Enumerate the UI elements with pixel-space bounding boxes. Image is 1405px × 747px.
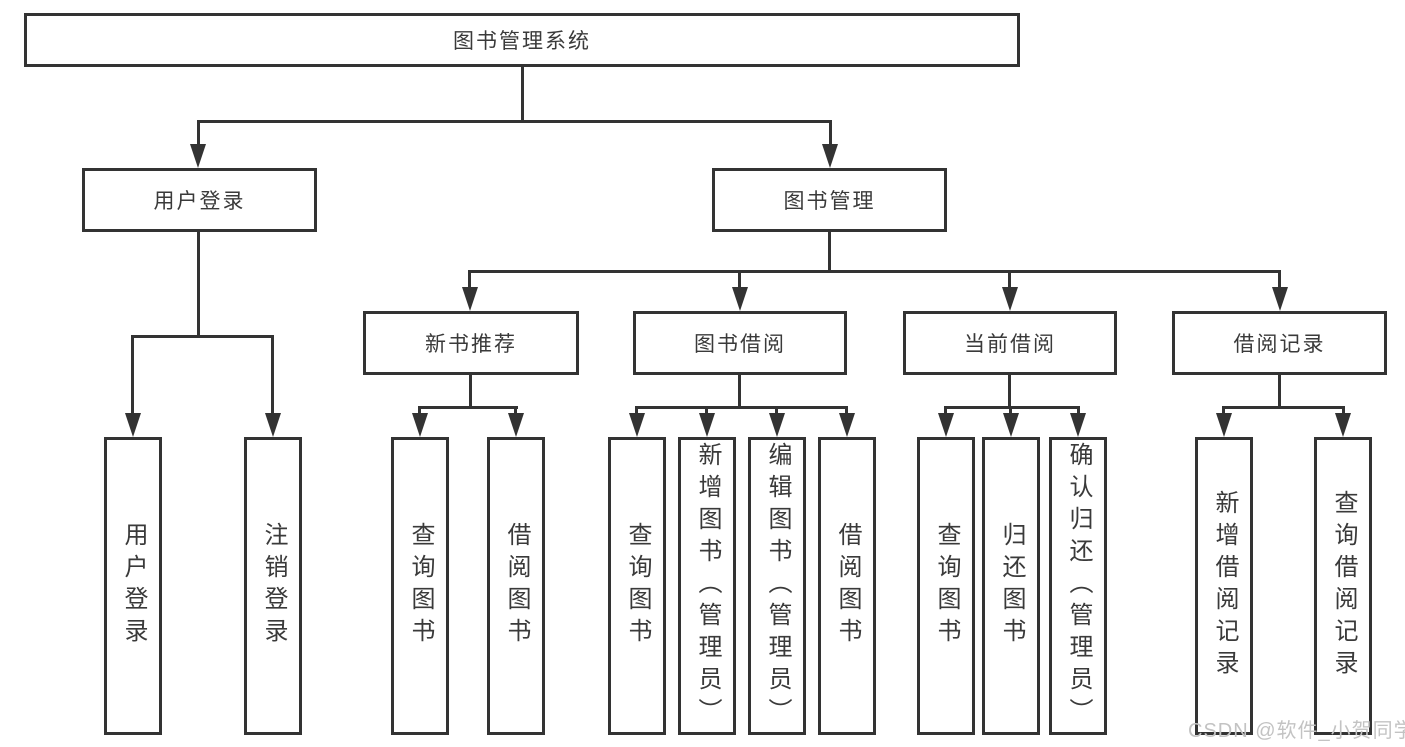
- connector-line: [418, 406, 518, 409]
- arrowhead-icon: [732, 287, 748, 311]
- connector-line: [131, 335, 274, 338]
- connector-line: [1009, 406, 1012, 418]
- node-new-book-recommend: 新书推荐: [363, 311, 579, 375]
- node-label: 用户登录: [153, 190, 246, 213]
- node-label: 图书借阅: [694, 333, 786, 356]
- connector-line: [738, 270, 741, 289]
- arrowhead-icon: [699, 413, 715, 437]
- leaf-label: 查询借阅记录: [1330, 490, 1357, 682]
- connector-line: [131, 335, 134, 415]
- arrowhead-icon: [1272, 287, 1288, 311]
- node-borrowing-records: 借阅记录: [1172, 311, 1387, 375]
- arrowhead-icon: [1070, 413, 1086, 437]
- leaf-add-borrow-record: 新增借阅记录: [1195, 437, 1253, 735]
- arrowhead-icon: [1335, 413, 1351, 437]
- node-label: 图书管理: [783, 190, 876, 213]
- connector-line: [468, 270, 471, 289]
- connector-line: [197, 120, 832, 123]
- connector-line: [829, 120, 832, 147]
- leaf-user-login: 用户登录: [104, 437, 162, 735]
- connector-line: [468, 270, 1281, 273]
- arrowhead-icon: [1003, 413, 1019, 437]
- connector-line: [635, 406, 638, 418]
- arrowhead-icon: [265, 413, 281, 437]
- node-label: 图书管理系统: [453, 30, 591, 53]
- node-book-borrowing: 图书借阅: [633, 311, 847, 375]
- leaf-label: 查询图书: [624, 522, 651, 650]
- leaf-label: 查询图书: [933, 522, 960, 650]
- leaf-return-books: 归还图书: [982, 437, 1040, 735]
- connector-line: [845, 406, 848, 418]
- connector-line: [197, 232, 200, 337]
- connector-line: [1342, 406, 1345, 418]
- arrowhead-icon: [769, 413, 785, 437]
- leaf-borrow-books-recommend: 借阅图书: [487, 437, 545, 735]
- leaf-label: 新增图书（管理员）: [694, 442, 721, 730]
- leaf-label: 借阅图书: [503, 522, 530, 650]
- node-current-borrowing: 当前借阅: [903, 311, 1117, 375]
- node-label: 当前借阅: [964, 333, 1056, 356]
- leaf-query-books-current: 查询图书: [917, 437, 975, 735]
- connector-line: [271, 335, 274, 415]
- connector-line: [418, 406, 421, 418]
- leaf-add-books-admin: 新增图书（管理员）: [678, 437, 736, 735]
- connector-line: [197, 120, 200, 147]
- connector-line: [775, 406, 778, 418]
- node-user-login: 用户登录: [82, 168, 317, 232]
- connector-line: [1278, 375, 1281, 409]
- node-book-management: 图书管理: [712, 168, 947, 232]
- node-library-management-system: 图书管理系统: [24, 13, 1020, 67]
- leaf-label: 查询图书: [407, 522, 434, 650]
- connector-line: [738, 375, 741, 409]
- arrowhead-icon: [412, 413, 428, 437]
- connector-line: [944, 406, 947, 418]
- connector-line: [1077, 406, 1080, 418]
- leaf-query-books-borrow: 查询图书: [608, 437, 666, 735]
- node-label: 借阅记录: [1233, 333, 1326, 356]
- leaf-edit-books-admin: 编辑图书（管理员）: [748, 437, 806, 735]
- arrowhead-icon: [938, 413, 954, 437]
- connector-line: [514, 406, 517, 418]
- arrowhead-icon: [629, 413, 645, 437]
- arrowhead-icon: [125, 413, 141, 437]
- csdn-watermark: CSDN @软件_小贺同学: [1188, 720, 1405, 742]
- leaf-query-borrow-record: 查询借阅记录: [1314, 437, 1372, 735]
- connector-line: [705, 406, 708, 418]
- connector-line: [469, 375, 472, 409]
- connector-line: [944, 406, 1080, 409]
- leaf-label: 编辑图书（管理员）: [764, 442, 791, 730]
- arrowhead-icon: [822, 144, 838, 168]
- connector-line: [1222, 406, 1225, 418]
- arrowhead-icon: [839, 413, 855, 437]
- leaf-label: 借阅图书: [834, 522, 861, 650]
- leaf-logout: 注销登录: [244, 437, 302, 735]
- connector-line: [521, 67, 524, 121]
- arrowhead-icon: [462, 287, 478, 311]
- leaf-label: 用户登录: [120, 522, 147, 650]
- connector-line: [1008, 375, 1011, 409]
- leaf-borrow-books: 借阅图书: [818, 437, 876, 735]
- leaf-label: 新增借阅记录: [1211, 490, 1238, 682]
- arrowhead-icon: [508, 413, 524, 437]
- node-label: 新书推荐: [425, 333, 517, 356]
- leaf-label: 确认归还（管理员）: [1065, 442, 1092, 730]
- arrowhead-icon: [190, 144, 206, 168]
- connector-line: [1008, 270, 1011, 289]
- leaf-query-books-recommend: 查询图书: [391, 437, 449, 735]
- connector-line: [1222, 406, 1345, 409]
- connector-line: [1278, 270, 1281, 289]
- arrowhead-icon: [1002, 287, 1018, 311]
- leaf-label: 注销登录: [260, 522, 287, 650]
- leaf-label: 归还图书: [998, 522, 1025, 650]
- connector-line: [828, 232, 831, 272]
- leaf-confirm-return-admin: 确认归还（管理员）: [1049, 437, 1107, 735]
- connector-line: [635, 406, 848, 409]
- arrowhead-icon: [1216, 413, 1232, 437]
